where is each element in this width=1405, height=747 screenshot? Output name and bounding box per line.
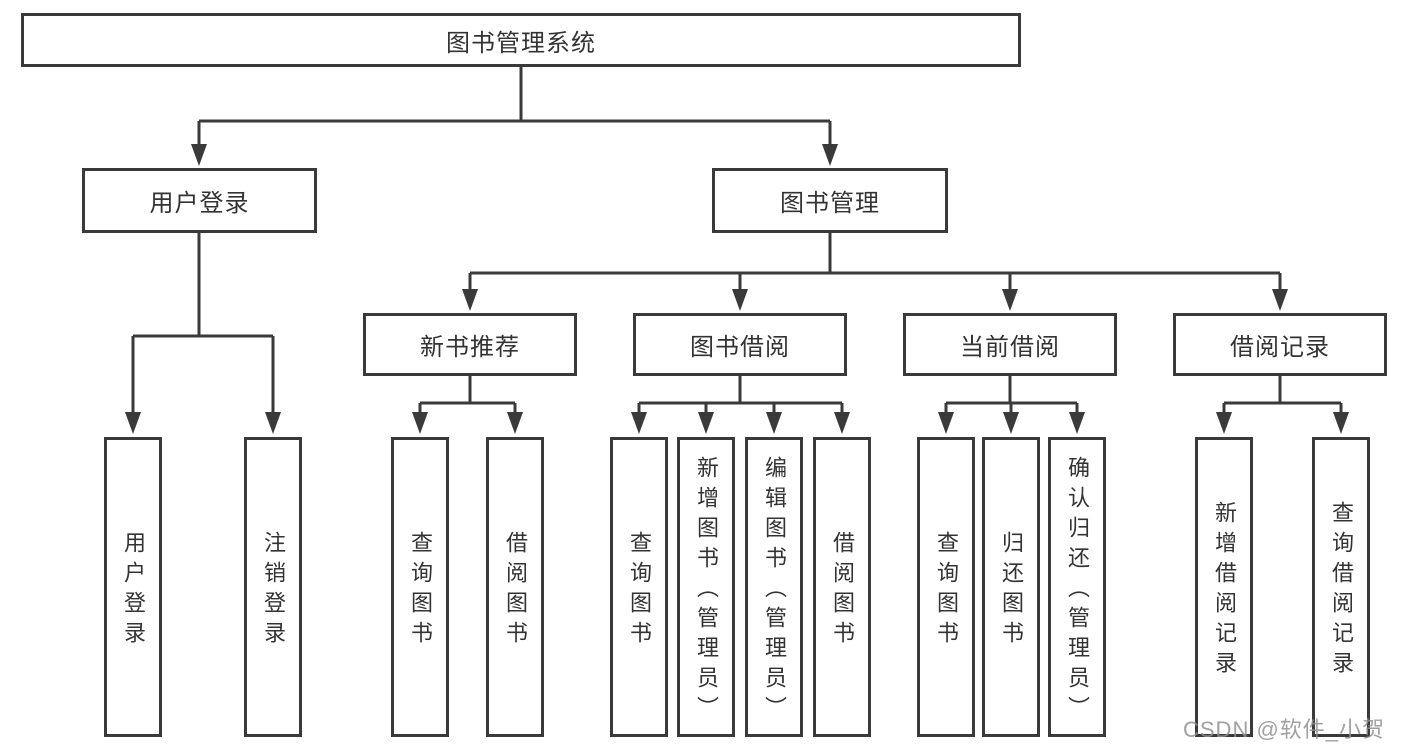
node-borrowing-records: 借阅记录 <box>1173 313 1387 376</box>
leaf-add-books-admin: 新增图书（管理员） <box>677 437 735 737</box>
node-label: 确认归还（管理员） <box>1065 456 1090 726</box>
node-label: 借阅图书 <box>830 531 855 651</box>
node-label: 图书管理系统 <box>446 29 596 57</box>
node-label: 用户登录 <box>149 190 250 217</box>
leaf-confirm-return-admin: 确认归还（管理员） <box>1048 437 1106 737</box>
node-label: 图书管理 <box>780 190 880 217</box>
leaf-return-books: 归还图书 <box>982 437 1040 737</box>
leaf-add-borrow-record: 新增借阅记录 <box>1195 437 1253 737</box>
node-label: 借阅图书 <box>503 531 528 651</box>
tree-edges <box>131 67 1343 414</box>
leaf-query-borrow-record: 查询借阅记录 <box>1312 437 1370 737</box>
leaf-logout: 注销登录 <box>244 437 302 737</box>
node-user-login: 用户登录 <box>82 168 317 233</box>
node-label: 新增借阅记录 <box>1212 501 1237 681</box>
node-current-borrowing: 当前借阅 <box>903 313 1117 376</box>
node-label: 查询图书 <box>934 531 959 651</box>
leaf-borrow-books: 借阅图书 <box>813 437 871 737</box>
node-book-management: 图书管理 <box>712 168 948 233</box>
node-book-borrowing: 图书借阅 <box>633 313 847 376</box>
leaf-borrow-books-recommend: 借阅图书 <box>486 437 544 737</box>
node-label: 当前借阅 <box>960 334 1060 361</box>
node-label: 查询图书 <box>408 531 433 651</box>
node-label: 借阅记录 <box>1230 334 1330 361</box>
node-root: 图书管理系统 <box>21 13 1021 67</box>
node-label: 图书借阅 <box>690 334 790 361</box>
node-label: 新增图书（管理员） <box>694 456 719 726</box>
leaf-query-books-borrowing: 查询图书 <box>610 437 668 737</box>
leaf-query-books-current: 查询图书 <box>917 437 975 737</box>
node-label: 编辑图书（管理员） <box>762 456 787 726</box>
node-label: 查询图书 <box>627 531 652 651</box>
node-label: 查询借阅记录 <box>1329 501 1354 681</box>
leaf-query-books-recommend: 查询图书 <box>391 437 449 737</box>
node-new-book-recommend: 新书推荐 <box>363 313 577 376</box>
node-label: 新书推荐 <box>420 334 520 361</box>
node-label: 用户登录 <box>121 531 146 651</box>
node-label: 归还图书 <box>999 531 1024 651</box>
watermark: CSDN @软件_小贺同学 <box>1183 717 1386 742</box>
leaf-edit-books-admin: 编辑图书（管理员） <box>745 437 803 737</box>
node-label: 注销登录 <box>261 531 286 651</box>
arrow-heads <box>125 144 1349 434</box>
leaf-user-login: 用户登录 <box>104 437 162 737</box>
